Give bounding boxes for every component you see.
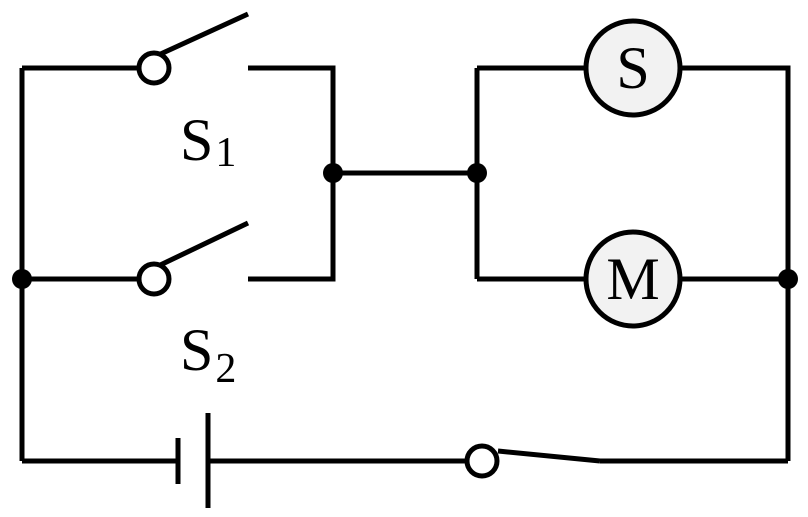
upper-meter-symbol: S [583,18,683,118]
switch-s2-letter: S [180,317,213,383]
upper-meter-label: S [616,35,649,101]
switch-s2-label: S2 [180,317,236,392]
switch-s2-blade [152,220,250,271]
junction-node-right [778,269,798,289]
lower-meter-circle [583,229,683,329]
switch-s1-subscript: 1 [215,130,236,176]
lower-meter-label: M [606,246,659,312]
switch-s2-pivot [136,261,172,297]
switch-s1-letter: S [180,107,213,173]
wire-s1-right [248,65,336,282]
wire-s-meter-right [680,65,791,461]
switch-main-pivot [464,443,500,479]
switch-s1-blade [152,11,250,60]
upper-meter-circle [583,18,683,118]
junction-node-center-right [467,163,487,183]
switch-s1-label: S1 [180,107,236,176]
switch-s1-pivot [136,50,172,86]
switch-main-blade [497,448,601,464]
junction-node-left [12,269,32,289]
switch-s2-subscript: 2 [215,346,236,392]
junction-node-center-left [323,163,343,183]
lower-meter-symbol: M [583,229,683,329]
